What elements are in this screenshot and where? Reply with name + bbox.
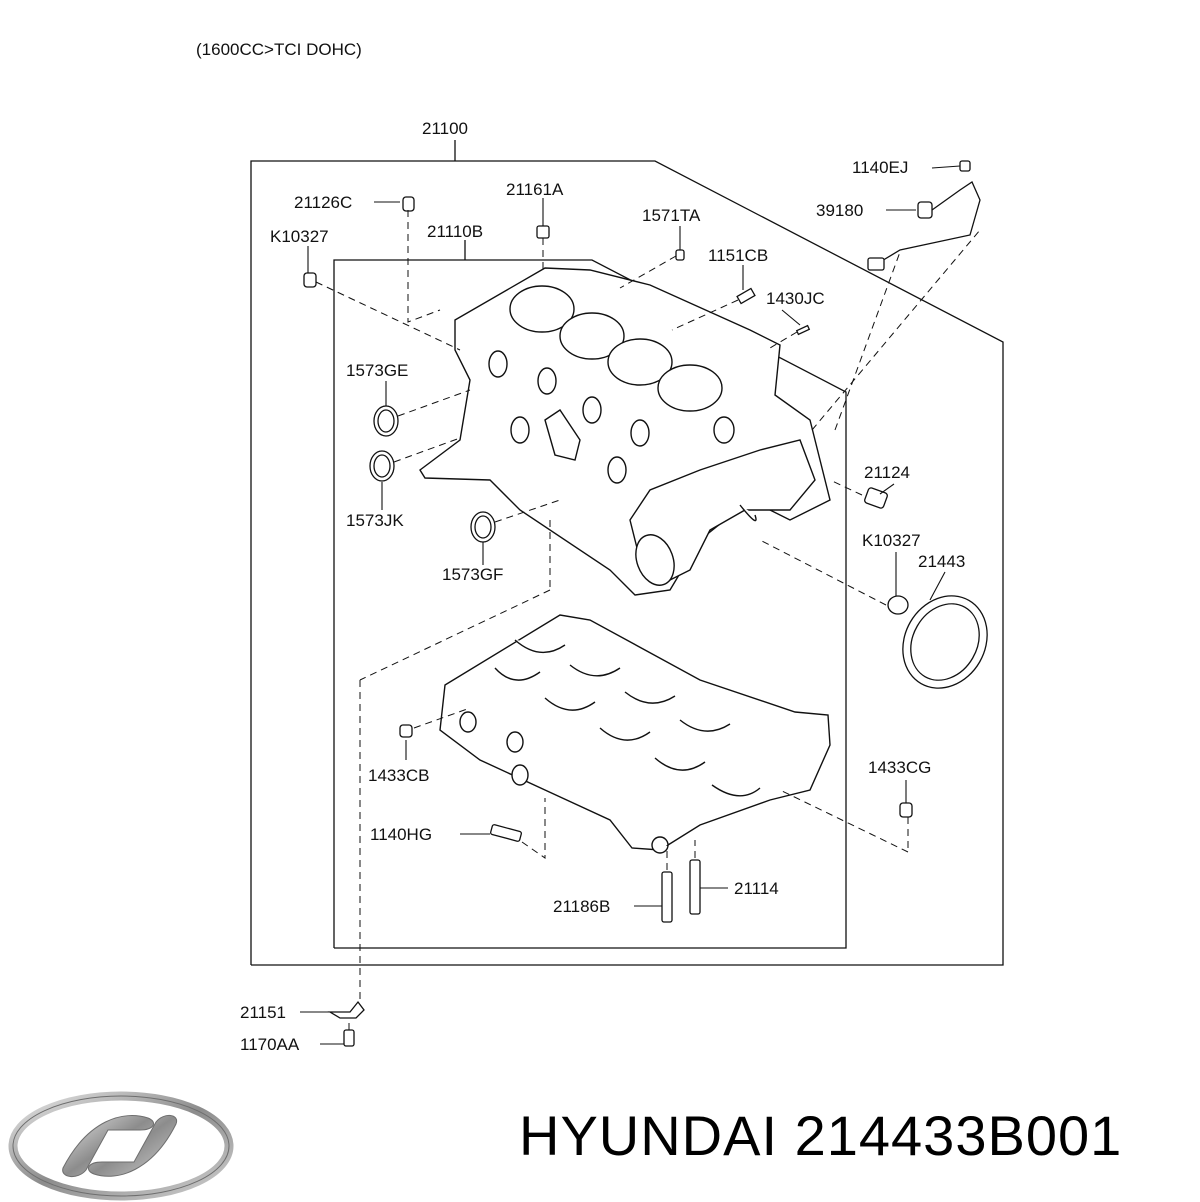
callout-1571TA: 1571TA: [642, 206, 701, 225]
leader-lines: [307, 165, 961, 1045]
callout-21186B: 21186B: [553, 897, 610, 916]
brand-part-number: HYUNDAI 214433B001: [519, 1108, 1122, 1164]
callout-1573GE: 1573GE: [346, 361, 408, 380]
part-number: 214433B001: [794, 1104, 1123, 1167]
cylinder-block-lower: [439, 614, 831, 854]
cylinder-block-upper: [419, 267, 831, 596]
callout-21124: 21124: [864, 463, 910, 482]
engine-spec-label: (1600CC>TCI DOHC): [196, 40, 362, 59]
callout-1573JK: 1573JK: [346, 511, 404, 530]
outer-frame: [250, 140, 1004, 966]
assembly-dashed-lines: [315, 210, 981, 1030]
callout-K10327-upper: K10327: [270, 227, 329, 246]
callout-21151: 21151: [240, 1003, 286, 1022]
callout-1430JC: 1430JC: [766, 289, 825, 308]
hyundai-logo-icon: [8, 1091, 234, 1201]
callout-39180: 39180: [816, 201, 863, 220]
brand-name: HYUNDAI: [519, 1104, 779, 1167]
callout-1573GF: 1573GF: [442, 565, 503, 584]
callout-1140EJ: 1140EJ: [852, 158, 908, 177]
callout-labels: 21100 1140EJ 39180 21126C 21161A 1571TA …: [240, 119, 965, 1054]
callout-1140HG: 1140HG: [370, 825, 432, 844]
callout-21161A: 21161A: [506, 180, 564, 199]
callout-1433CB: 1433CB: [368, 766, 429, 785]
callout-1433CG: 1433CG: [868, 758, 931, 777]
callout-21126C: 21126C: [294, 193, 352, 212]
callout-21110B: 21110B: [427, 222, 483, 241]
small-parts: [303, 160, 988, 1047]
callout-1151CB: 1151CB: [708, 246, 768, 265]
callout-1170AA: 1170AA: [240, 1035, 300, 1054]
callout-21100: 21100: [422, 119, 468, 138]
callout-21114: 21114: [734, 879, 779, 898]
callout-21443: 21443: [918, 552, 965, 571]
callout-K10327-right: K10327: [862, 531, 921, 550]
